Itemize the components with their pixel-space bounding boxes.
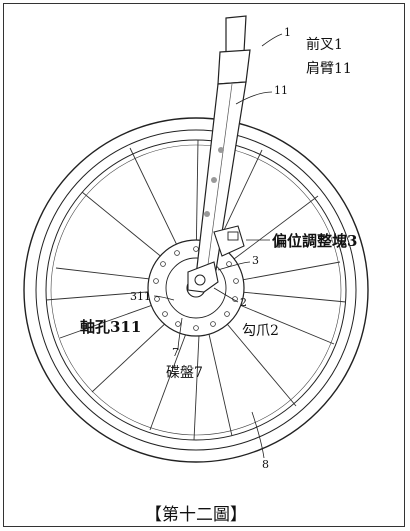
axle-nut [194, 274, 206, 286]
offset-block-label: 偏位調整塊3 [272, 232, 358, 250]
ref-label-8: 8 [262, 458, 269, 471]
hook-claw-label: 勾爪2 [242, 323, 279, 339]
rim-outer [45, 139, 347, 441]
figure-border [3, 3, 405, 527]
ref-label-1: 1 [284, 26, 291, 39]
disc-rotor-inner [165, 257, 227, 319]
ref-label-2: 2 [240, 296, 247, 309]
fork-crown [217, 49, 251, 85]
axle-hole-label: 軸孔311 [80, 318, 142, 336]
ref-label-7: 7 [172, 346, 179, 359]
caliper-bolt [227, 231, 239, 241]
ref-label-11: 11 [274, 84, 288, 97]
disc-label: 碟盤7 [166, 365, 203, 381]
ref-label-3: 3 [252, 254, 259, 267]
leader-lines [153, 33, 283, 459]
shoulder-arm-label: 肩臂11 [306, 61, 352, 77]
tire-outer [23, 117, 369, 463]
figure-caption: 【第十二圖】 [145, 505, 247, 525]
rim-inner [50, 144, 342, 436]
front-fork-label: 前叉1 [306, 37, 343, 53]
fork-steerer [225, 15, 247, 55]
fork-dots [204, 147, 224, 217]
tire-inner [35, 129, 357, 451]
ref-label-311: 311 [130, 290, 151, 303]
